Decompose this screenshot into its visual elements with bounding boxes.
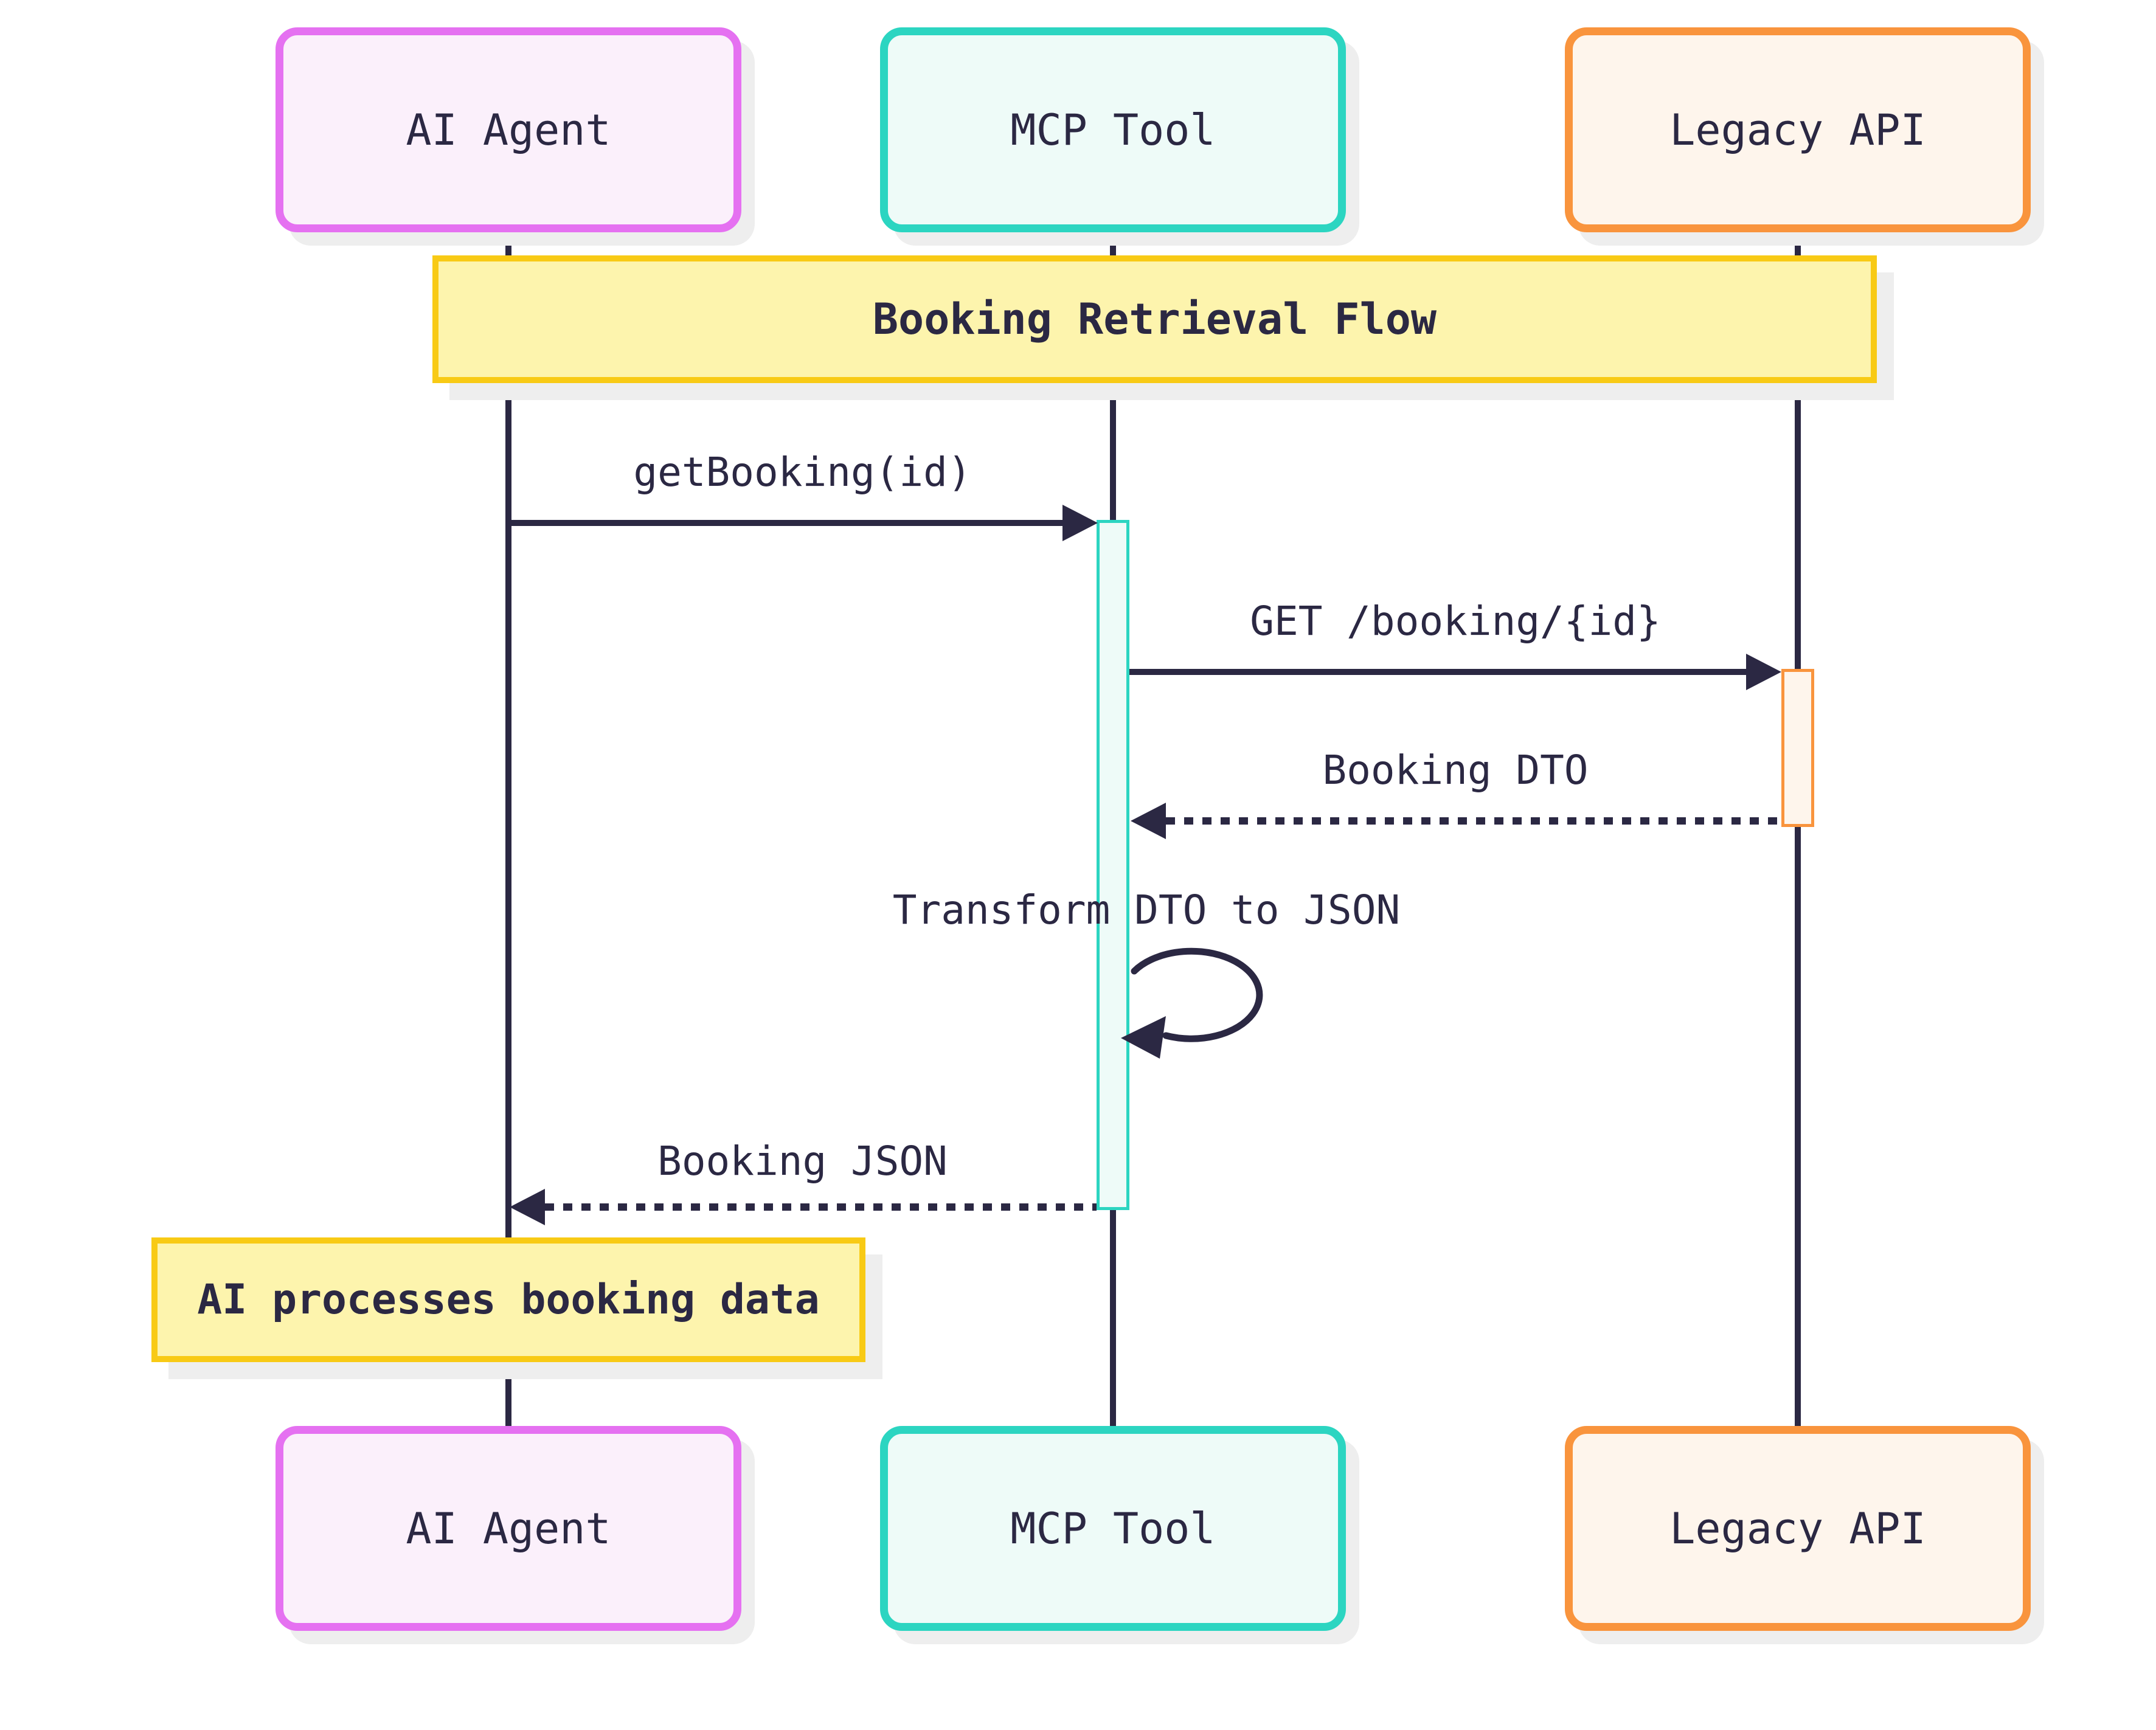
participant-label: MCP Tool — [1010, 105, 1216, 155]
participant-box-ai-agent-top: AI Agent — [276, 27, 741, 232]
participant-box-mcp-tool-bottom: MCP Tool — [880, 1426, 1346, 1631]
participant-box-mcp-tool-top: MCP Tool — [880, 27, 1346, 232]
message-label-get-booking-id: GET /booking/{id} — [1250, 598, 1661, 645]
participant-label: Legacy API — [1669, 1503, 1926, 1554]
title-banner: Booking Retrieval Flow — [432, 255, 1877, 383]
message-label-booking-json: Booking JSON — [657, 1138, 948, 1185]
arrowhead-left-icon — [1131, 803, 1166, 839]
note-label: AI processes booking data — [197, 1276, 820, 1324]
message-label-transform-dto: Transform DTO to JSON — [892, 887, 1401, 933]
participant-label: AI Agent — [406, 105, 611, 155]
note-ai-processes: AI processes booking data — [151, 1237, 865, 1362]
arrowhead-right-icon — [1746, 654, 1781, 690]
arrow-getbooking — [508, 520, 1066, 526]
activation-bar-legacy-api — [1781, 669, 1814, 827]
participant-label: MCP Tool — [1010, 1503, 1216, 1554]
arrowhead-right-icon — [1062, 505, 1098, 541]
activation-bar-mcp-tool — [1097, 520, 1129, 1210]
dotted-arrow-booking-dto — [1166, 817, 1781, 825]
arrow-get-booking-id — [1129, 669, 1749, 675]
self-loop-arrow — [1121, 947, 1263, 1059]
participant-box-ai-agent-bottom: AI Agent — [276, 1426, 741, 1631]
participant-box-legacy-api-top: Legacy API — [1565, 27, 2031, 232]
lifeline-ai-agent — [505, 232, 511, 1426]
participant-box-legacy-api-bottom: Legacy API — [1565, 1426, 2031, 1631]
participant-label: AI Agent — [406, 1503, 611, 1554]
participant-label: Legacy API — [1669, 105, 1926, 155]
arrowhead-left-icon — [510, 1189, 545, 1225]
arrowhead-left-icon — [1121, 1016, 1166, 1059]
message-label-getbooking: getBooking(id) — [633, 449, 972, 496]
title-banner-label: Booking Retrieval Flow — [872, 294, 1437, 344]
dotted-arrow-booking-json — [545, 1203, 1097, 1211]
lifeline-legacy-api — [1795, 232, 1801, 1426]
message-label-booking-dto: Booking DTO — [1322, 747, 1589, 794]
